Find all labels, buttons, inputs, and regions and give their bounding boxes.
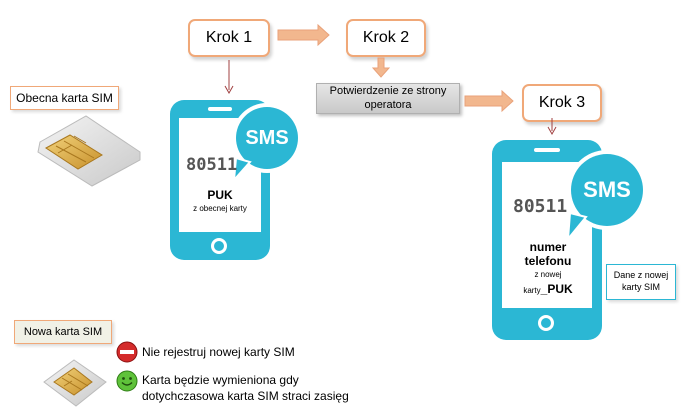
phone-1-sms-bubble-inner: SMS: [236, 107, 298, 169]
phone-1-speaker: [208, 107, 232, 111]
new-sim-card-icon: [43, 359, 107, 407]
phone-2-speaker: [534, 148, 560, 152]
current-sim-label-box: Obecna karta SIM: [10, 86, 119, 110]
phone-2-home-button: [538, 315, 554, 331]
phone-2-puk-prefix: karty: [523, 286, 541, 295]
phone-2-source: z nowej: [534, 270, 562, 279]
line-step3-to-phone2: [547, 118, 557, 136]
phone-2-text-block: numer telefonu z nowej karty_PUK: [506, 240, 590, 298]
phone-1-puk: PUK: [207, 188, 233, 202]
phone-2-number-line1: numer: [529, 240, 567, 254]
step-3-box: Krok 3: [522, 84, 602, 122]
replacement-info-line1: Karta będzie wymieniona gdy: [142, 373, 299, 387]
replacement-info-text: Karta będzie wymieniona gdy dotychczasow…: [142, 372, 349, 404]
current-sim-label: Obecna karta SIM: [16, 91, 113, 105]
step-1-label: Krok 1: [205, 29, 253, 46]
arrow-step2-to-confirm: [371, 57, 391, 78]
phone-1-text-block: PUK z obecnej karty: [180, 188, 260, 216]
phone-2-number-line2: telefonu: [524, 254, 572, 268]
phone-2-bubble-tail: [566, 213, 588, 243]
step-2-box: Krok 2: [346, 19, 426, 57]
no-entry-icon: [116, 341, 138, 363]
replacement-info-line2: dotychczasowa karta SIM straci zasięg: [142, 389, 349, 403]
do-not-register-text: Nie rejestruj nowej karty SIM: [142, 345, 295, 359]
phone-1-sms-text: SMS: [245, 127, 289, 149]
new-data-note: Dane z nowej karty SIM: [613, 270, 669, 292]
phone-1-bubble-tail: [232, 158, 252, 183]
step-2-label: Krok 2: [362, 29, 410, 46]
operator-confirmation-text: Potwierdzenie ze strony operatora: [329, 85, 447, 111]
phone-2-sms-bubble-inner: SMS: [571, 154, 643, 226]
operator-confirmation-box: Potwierdzenie ze strony operatora: [316, 83, 460, 114]
new-data-note-box: Dane z nowej karty SIM: [606, 264, 676, 300]
phone-2-code: 80511: [513, 196, 568, 217]
current-sim-card-icon: [37, 115, 141, 187]
arrow-confirm-to-step3: [464, 89, 514, 113]
new-sim-label-box: Nowa karta SIM: [14, 320, 112, 344]
phone-2-puk: _PUK: [540, 282, 573, 296]
step-1-box: Krok 1: [188, 19, 270, 57]
phone-2-puk-line: karty_PUK: [506, 282, 590, 298]
arrow-step1-to-step2: [277, 23, 330, 47]
smiley-icon: [116, 370, 138, 392]
phone-1-code: 80511: [186, 155, 238, 175]
new-sim-label: Nowa karta SIM: [23, 326, 103, 338]
step-3-label: Krok 3: [538, 94, 586, 111]
phone-1-home-button: [211, 238, 227, 254]
phone-2-sms-text: SMS: [583, 177, 631, 202]
line-step1-to-phone1: [224, 60, 234, 95]
phone-1-puk-source: z obecnej karty: [193, 204, 247, 213]
